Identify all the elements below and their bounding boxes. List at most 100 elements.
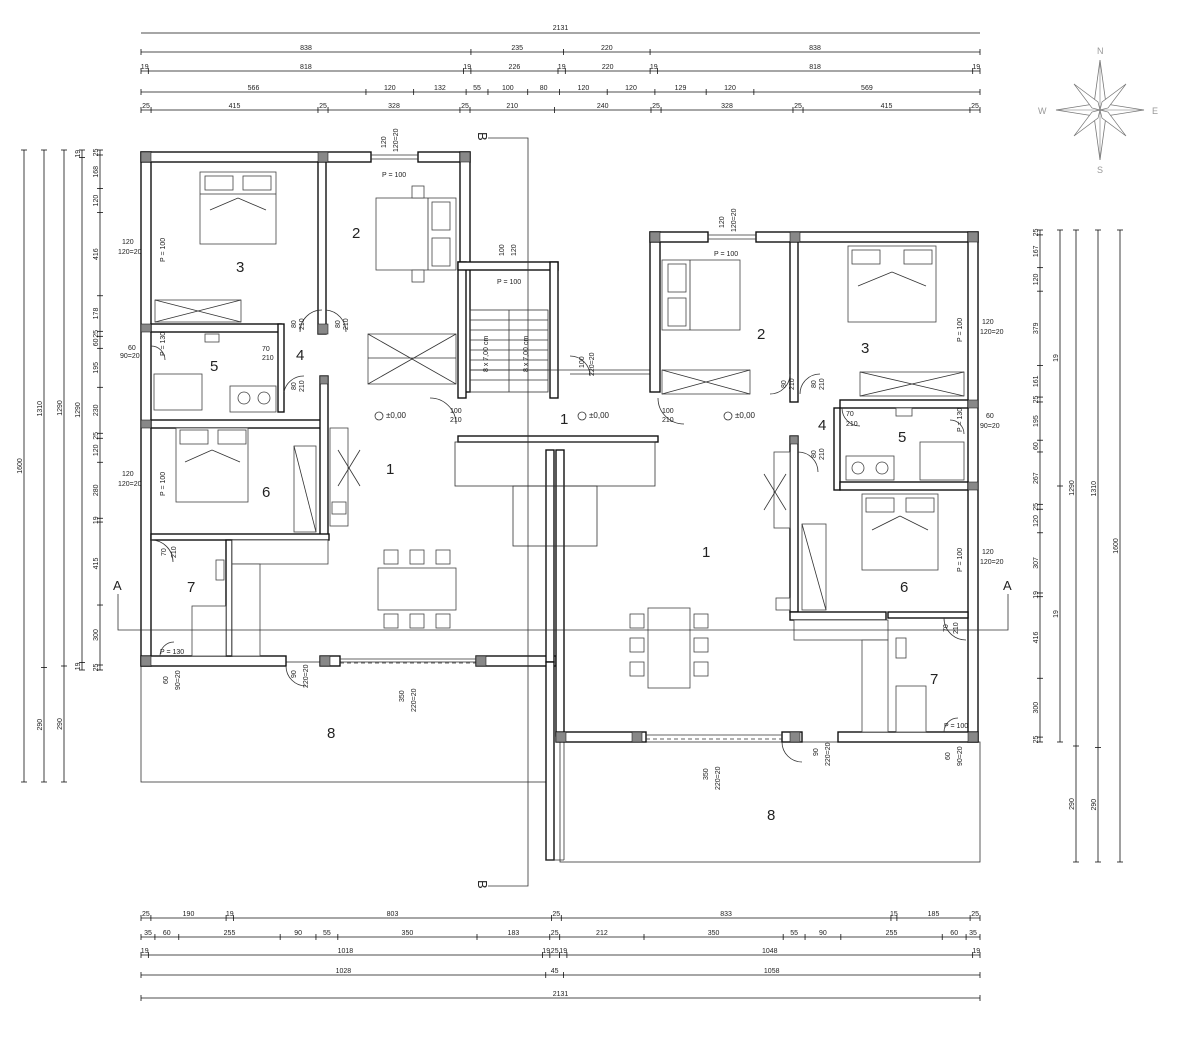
room-number-r6: 6 <box>900 579 908 596</box>
left-dim-chain-4-value: 19 <box>75 150 82 158</box>
window-size: 220=20 <box>715 766 722 790</box>
room-number-l2: 2 <box>352 225 360 242</box>
compass-west-label: W <box>1038 106 1047 116</box>
bottom-dim-chain-1-value: 25 <box>142 911 150 918</box>
door-size: 80 <box>811 380 818 388</box>
stair-label-right: 8 x 7,00 cm <box>523 336 530 372</box>
window-size: 220=20 <box>825 742 832 766</box>
door-size: 80 <box>335 320 342 328</box>
bottom-dim-chain-2-value: 183 <box>508 930 520 937</box>
right-dim-chain-3-value: 290 <box>1069 798 1076 810</box>
door-size: 100 <box>450 408 462 415</box>
top-dim-chain-3-value: 566 <box>248 85 260 92</box>
window-size: 60 <box>945 752 952 760</box>
door-size: 70 <box>262 346 270 353</box>
window-size: 90=20 <box>175 670 182 690</box>
right-dim-chain-5-value: 307 <box>1033 557 1040 569</box>
room-number-r5: 5 <box>898 429 906 446</box>
bottom-dim-chain-1-value: 15 <box>890 911 898 918</box>
compass-north-label: N <box>1097 46 1104 56</box>
bottom-dim-chain-4-value: 1058 <box>764 968 780 975</box>
bottom-dim-chain-3-value: 19 <box>542 948 550 955</box>
left-dim-chain-2-value: 290 <box>37 719 44 731</box>
compass-south-label: S <box>1097 165 1103 175</box>
room-number-l8: 8 <box>327 725 335 742</box>
window-label: P = 100 <box>957 548 964 572</box>
right-dim-chain-5-value: 267 <box>1033 472 1040 484</box>
room-number-l7: 7 <box>187 579 195 596</box>
section-b-top: B <box>475 132 490 141</box>
right-dim-chain-5-value: 120 <box>1033 273 1040 285</box>
bottom-dim-chain-2-value: 35 <box>144 930 152 937</box>
right-dim-chain-5-value: 120 <box>1033 515 1040 527</box>
top-dim-chain-3-value: 55 <box>473 85 481 92</box>
door-size: 70 <box>161 548 168 556</box>
room-number-r2: 2 <box>757 326 765 343</box>
bottom-dim-chain-1-value: 833 <box>720 911 732 918</box>
window-size: 120 <box>982 549 994 556</box>
top-dim-chain-3-value: 132 <box>434 85 446 92</box>
left-dim-chain-2-value: 1310 <box>37 401 44 417</box>
terrace-right <box>559 741 981 863</box>
window-size: 120=20 <box>980 329 1004 336</box>
top-dim-chain-4-value: 25 <box>794 103 802 110</box>
door-size: 210 <box>262 355 274 362</box>
top-dim-chain-4-value: 25 <box>461 103 469 110</box>
top-dim-chain-3-value: 80 <box>540 85 548 92</box>
level-mark: ±0,00 <box>386 411 407 420</box>
room-number-r7: 7 <box>930 671 938 688</box>
window-label: P = 100 <box>160 472 167 496</box>
window-size: 100 <box>499 244 506 256</box>
bottom-dim-chain-1-value: 19 <box>226 911 234 918</box>
door-size: 210 <box>819 378 826 390</box>
door-size: 210 <box>789 378 796 390</box>
bottom-dim-chain-2-value: 212 <box>596 930 608 937</box>
bottom-dim-chain-2-value: 35 <box>969 930 977 937</box>
window-size: 120 <box>122 239 134 246</box>
sliding-doors <box>340 154 782 740</box>
door-size: 210 <box>662 417 674 424</box>
left-dim-chain-1-value: 1600 <box>17 458 24 474</box>
window-size: 220=20 <box>303 664 310 688</box>
right-dim-chain-5-value: 379 <box>1033 322 1040 334</box>
top-dim-chain-2-value: 220 <box>602 64 614 71</box>
room-number-r1: 1 <box>702 544 710 561</box>
left-dim-chain-4-value: 19 <box>75 662 82 670</box>
window-size: 90=20 <box>980 423 1000 430</box>
top-dim-chain-4-value: 240 <box>597 103 609 110</box>
right-dim-chain-3-value: 1290 <box>1069 480 1076 496</box>
section-b-bottom: B <box>475 880 490 889</box>
top-dim-chain-3-value: 129 <box>675 85 687 92</box>
door-size: 80 <box>291 320 298 328</box>
right-dim-chain-4-value: 19 <box>1053 610 1060 618</box>
door-size: 100 <box>662 408 674 415</box>
bottom-dim-chain-1-value: 190 <box>183 911 195 918</box>
left-dim-chain-5-value: 415 <box>93 558 100 570</box>
door-size: 100 <box>579 356 586 368</box>
top-dim-chain-4-value: 328 <box>388 103 400 110</box>
room-number-l1: 1 <box>386 461 394 478</box>
top-dim-chain-1-value: 235 <box>511 45 523 52</box>
left-dim-chain-3-value: 290 <box>57 718 64 730</box>
bottom-dim-chain-1-value: 25 <box>971 911 979 918</box>
window-size: 90 <box>813 748 820 756</box>
door-size: 70 <box>846 411 854 418</box>
window-size: 120=20 <box>393 128 400 152</box>
door-size: 210 <box>450 417 462 424</box>
top-dim-chain-2-value: 19 <box>650 64 658 71</box>
right-dim-chain-5-value: 416 <box>1033 632 1040 644</box>
room-number-l5: 5 <box>210 358 218 375</box>
left-dim-chain-5-value: 280 <box>93 484 100 496</box>
right-dim-chain-5-value: 25 <box>1033 396 1040 404</box>
left-dim-chain-5-value: 25 <box>93 330 100 338</box>
room-number-l3: 3 <box>236 259 244 276</box>
opening-labels: P = 100 P = 100 P = 100 P = 130 P = 100 … <box>118 128 1004 790</box>
window-size: 90=20 <box>120 353 140 360</box>
central-stairwell: 8 x 7,00 cm 8 x 7,00 cm <box>454 261 659 861</box>
window-label: P = 130 <box>957 408 964 432</box>
level-mark: ±0,00 <box>735 411 756 420</box>
top-dim-chain-1-value: 838 <box>300 45 312 52</box>
right-dim-chain-5-value: 195 <box>1033 415 1040 427</box>
right-dim-chain-5-value: 167 <box>1033 245 1040 257</box>
window-label: P = 130 <box>160 332 167 356</box>
